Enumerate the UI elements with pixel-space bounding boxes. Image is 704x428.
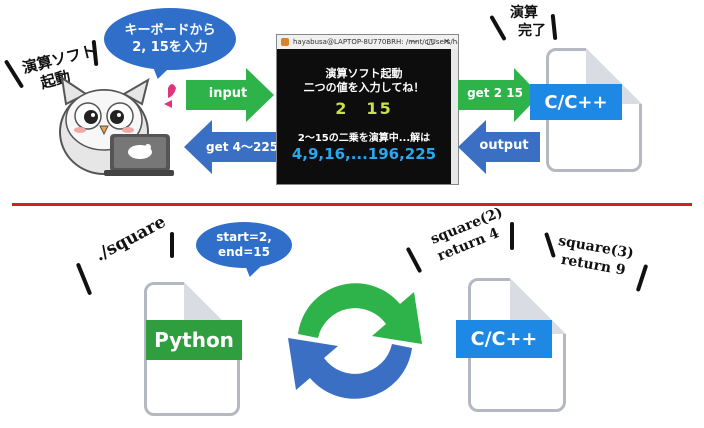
input-arrow-label: input [208, 86, 248, 101]
cycle-input-label: input [336, 262, 376, 277]
terminal-scrollbar[interactable] [451, 49, 458, 184]
cpp-label-top: C/C++ [530, 84, 622, 120]
done-caption-stroke-right [550, 13, 558, 41]
terminal-titlebar: hayabusa@LAPTOP-8U770BRH: /mnt/c/Users/h… [277, 35, 458, 49]
done-caption-stroke-left [489, 14, 507, 42]
input-output-cycle [288, 283, 422, 399]
call2-stroke-right [635, 264, 649, 292]
keyboard-input-bubble: キーボードから 2, 15を入力 [104, 8, 236, 70]
call1-annotation: square(2) return 4 [428, 204, 506, 265]
terminal-window: hayabusa@LAPTOP-8U770BRH: /mnt/c/Users/h… [276, 34, 459, 185]
done-caption: 演算 完了 [510, 5, 546, 39]
get-result-label: get 4〜225 [206, 140, 279, 154]
terminal-line-1: 演算ソフト起動 [325, 67, 403, 80]
call1-stroke-right [510, 222, 514, 250]
get-result-arrow [184, 120, 276, 174]
cycle-output-label: output [331, 400, 381, 415]
terminal-app-icon [281, 38, 289, 46]
cpp-label-bottom: C/C++ [456, 320, 552, 358]
args-bubble: start=2, end=15 [196, 222, 292, 268]
python-label: Python [146, 320, 242, 360]
get-args-label: get 2 15 [467, 86, 523, 100]
output-arrow [458, 120, 540, 174]
command-label: ./square [92, 211, 170, 266]
section-divider [12, 203, 692, 206]
close-button[interactable]: ✕ [443, 37, 450, 46]
terminal-input-values: 2 15 [335, 99, 393, 118]
input-arrow [186, 68, 274, 122]
minimize-button[interactable]: — [410, 37, 418, 46]
get-args-arrow [458, 68, 540, 122]
terminal-line-3: 2〜15の二乗を演算中...解は [297, 133, 431, 144]
terminal-result: 4,9,16,...196,225 [291, 145, 437, 163]
output-arrow-label: output [479, 138, 529, 153]
maximize-button[interactable]: □ [426, 37, 434, 46]
call2-stroke-left [544, 232, 556, 258]
command-stroke-left [75, 262, 93, 296]
command-stroke-right [170, 232, 174, 258]
call2-annotation: square(3) return 9 [557, 232, 635, 279]
owl-laptop-illustration [59, 75, 176, 176]
terminal-line-2: 二つの値を入力してね！ [303, 81, 425, 94]
